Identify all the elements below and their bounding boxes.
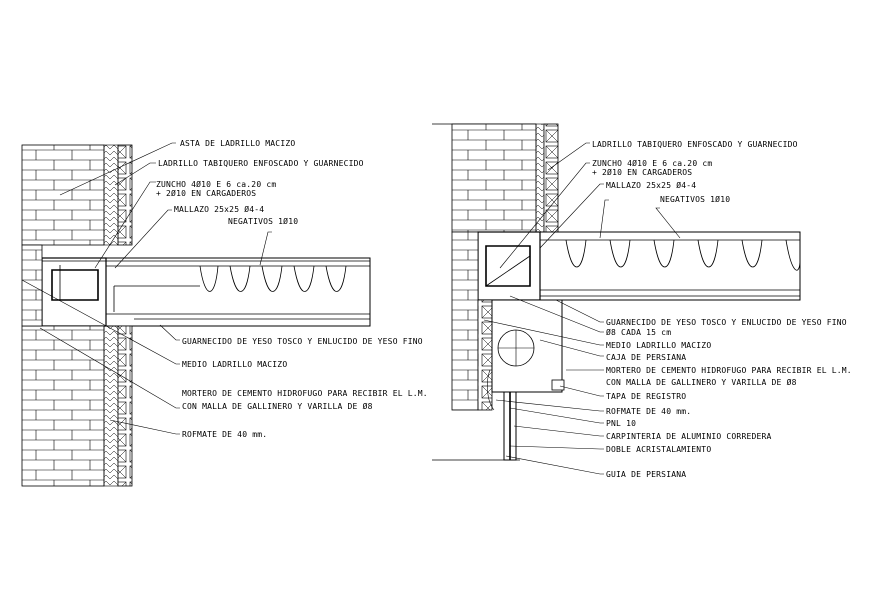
right-lower-hollow-brick xyxy=(477,299,493,411)
left-lower-brick-wall xyxy=(21,325,105,487)
right-label-medio-ladrillo: MEDIO LADRILLO MACIZO xyxy=(606,341,711,350)
right-label-negativos: NEGATIVOS 1Ø10 xyxy=(660,194,730,204)
left-label-malla: CON MALLA DE GALLINERO Y VARILLA DE Ø8 xyxy=(182,401,373,411)
right-leaders xyxy=(483,142,681,475)
right-detail: LADRILLO TABIQUERO ENFOSCADO Y GUARNECID… xyxy=(432,123,852,479)
left-label-asta: ASTA DE LADRILLO MACIZO xyxy=(180,139,295,148)
left-label-rofmate: ROFMATE DE 40 mm. xyxy=(182,430,267,439)
left-label-medio-ladrillo: MEDIO LADRILLO MACIZO xyxy=(182,360,287,369)
right-label-carpinteria: CARPINTERIA DE ALUMINIO CORREDERA xyxy=(606,432,772,441)
right-label-tapa-registro: TAPA DE REGISTRO xyxy=(606,392,686,401)
left-leaders xyxy=(21,142,272,435)
left-label-cargaderos: + 2Ø10 EN CARGADEROS xyxy=(156,188,256,198)
right-label-mortero: MORTERO DE CEMENTO HIDROFUGO PARA RECIBI… xyxy=(606,366,852,375)
right-label-mallazo: MALLAZO 25x25 Ø4-4 xyxy=(606,180,696,190)
left-lower-insulation xyxy=(103,325,119,487)
right-lower-brick-wall xyxy=(451,231,479,411)
left-label-guarnecido: GUARNECIDO DE YESO TOSCO Y ENLUCIDO DE Y… xyxy=(182,337,423,346)
right-label-pnl: PNL 10 xyxy=(606,419,636,428)
left-label-zuncho: ZUNCHO 4Ø10 E 6 ca.20 cm xyxy=(156,179,276,189)
right-label-doble-acristalamiento: DOBLE ACRISTALAMIENTO xyxy=(606,445,711,454)
right-label-caja-persiana: CAJA DE PERSIANA xyxy=(606,353,686,362)
right-label-zuncho: ZUNCHO 4Ø10 E 6 ca.20 cm xyxy=(592,158,712,168)
left-label-mallazo: MALLAZO 25x25 Ø4-4 xyxy=(174,204,264,214)
left-upper-insulation xyxy=(103,144,119,246)
left-label-mortero: MORTERO DE CEMENTO HIDROFUGO PARA RECIBI… xyxy=(182,389,428,398)
left-lower-hollow-brick xyxy=(117,325,133,487)
left-bovedillas xyxy=(113,265,347,312)
right-label-guarnecido: GUARNECIDO DE YESO TOSCO Y ENLUCIDO DE Y… xyxy=(606,318,847,327)
right-upper-brick-wall xyxy=(451,123,537,233)
left-label-negativos: NEGATIVOS 1Ø10 xyxy=(228,216,298,226)
right-label-malla: CON MALLA DE GALLINERO Y VARILLA DE Ø8 xyxy=(606,377,797,387)
right-label-cargaderos: + 2Ø10 EN CARGADEROS xyxy=(592,167,692,177)
left-upper-brick-wall xyxy=(21,144,105,246)
right-upper-hollow-brick xyxy=(543,123,559,233)
left-label-ladrillo-tabiquero: LADRILLO TABIQUERO ENFOSCADO Y GUARNECID… xyxy=(158,159,364,168)
right-label-rofmate: ROFMATE DE 40 mm. xyxy=(606,407,691,416)
right-label-guia-persiana: GUIA DE PERSIANA xyxy=(606,470,686,479)
left-detail: ASTA DE LADRILLO MACIZO LADRILLO TABIQUE… xyxy=(21,139,428,487)
right-label-cada-15: Ø8 CADA 15 cm xyxy=(606,327,671,337)
right-tapa-registro xyxy=(551,379,565,391)
right-bovedillas xyxy=(565,239,801,271)
left-upper-hollow-brick xyxy=(117,144,133,246)
right-label-ladrillo-tabiquero: LADRILLO TABIQUERO ENFOSCADO Y GUARNECID… xyxy=(592,140,798,149)
